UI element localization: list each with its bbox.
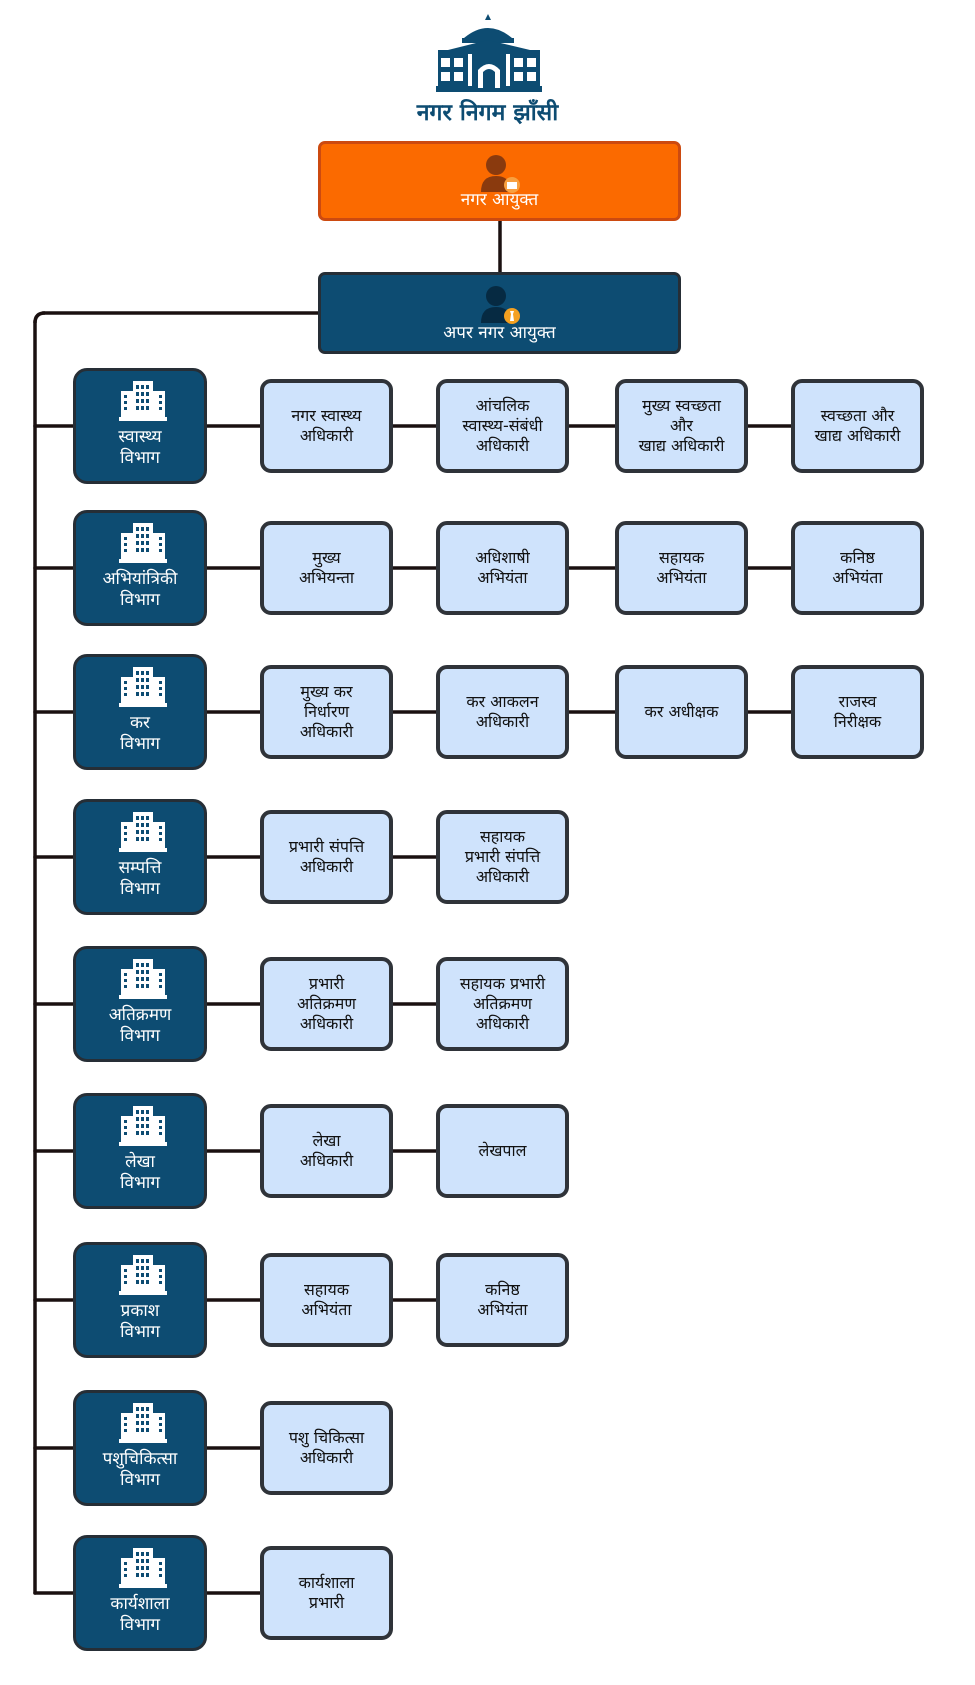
officer-box[interactable]: सहायक प्रभारी अतिक्रमण अधिकारी <box>436 957 569 1051</box>
officer-box[interactable]: स्वच्छता और खाद्य अधिकारी <box>791 379 924 473</box>
officer-label: स्वच्छता और खाद्य अधिकारी <box>814 406 901 445</box>
department-label: स्वास्थ्य विभाग <box>118 427 162 468</box>
officer-box[interactable]: आंचलिक स्वास्थ्य-संबंधी अधिकारी <box>436 379 569 473</box>
building-icon <box>119 1255 167 1295</box>
additional-commissioner-box[interactable]: अपर नगर आयुक्त <box>318 272 681 354</box>
officer-box[interactable]: राजस्व निरीक्षक <box>791 665 924 759</box>
officer-box[interactable]: सहायक अभियंता <box>260 1253 393 1347</box>
department-box[interactable]: कार्यशाला विभाग <box>73 1535 207 1651</box>
department-label: सम्पत्ति विभाग <box>118 858 162 899</box>
officer-label: पशु चिकित्सा अधिकारी <box>288 1428 365 1467</box>
commissioner-box[interactable]: नगर आयुक्त <box>318 141 681 221</box>
building-icon <box>119 812 167 852</box>
commissioner-label: नगर आयुक्त <box>460 190 539 210</box>
officer-label: प्रभारी अतिक्रमण अधिकारी <box>297 974 356 1033</box>
officer-box[interactable]: प्रभारी अतिक्रमण अधिकारी <box>260 957 393 1051</box>
building-icon <box>119 523 167 563</box>
department-box[interactable]: स्वास्थ्य विभाग <box>73 368 207 484</box>
officer-box[interactable]: सहायक प्रभारी संपत्ति अधिकारी <box>436 810 569 904</box>
officer-label: सहायक प्रभारी अतिक्रमण अधिकारी <box>459 974 546 1033</box>
officer-label: सहायक प्रभारी संपत्ति अधिकारी <box>464 827 541 886</box>
officer-label: कार्यशाला प्रभारी <box>298 1573 355 1612</box>
officer-box[interactable]: कनिष्ठ अभियंता <box>791 521 924 615</box>
department-box[interactable]: अतिक्रमण विभाग <box>73 946 207 1062</box>
officer-box[interactable]: प्रभारी संपत्ति अधिकारी <box>260 810 393 904</box>
officer-label: कनिष्ठ अभियंता <box>832 548 883 587</box>
officer-label: मुख्य स्वच्छता और खाद्य अधिकारी <box>638 396 725 455</box>
officer-box[interactable]: अधिशाषी अभियंता <box>436 521 569 615</box>
officer-label: कर आकलन अधिकारी <box>466 692 539 731</box>
officer-box[interactable]: मुख्य कर निर्धारण अधिकारी <box>260 665 393 759</box>
officer-tie-icon <box>480 286 520 324</box>
officer-label: नगर स्वास्थ्य अधिकारी <box>291 406 362 445</box>
officer-label: लेखा अधिकारी <box>299 1131 354 1170</box>
department-box[interactable]: सम्पत्ति विभाग <box>73 799 207 915</box>
additional-commissioner-label: अपर नगर आयुक्त <box>443 323 556 343</box>
department-box[interactable]: प्रकाश विभाग <box>73 1242 207 1358</box>
officer-label: राजस्व निरीक्षक <box>833 692 882 731</box>
officer-box[interactable]: सहायक अभियंता <box>615 521 748 615</box>
building-icon <box>119 1106 167 1146</box>
officer-box[interactable]: मुख्य अभियन्ता <box>260 521 393 615</box>
department-box[interactable]: पशुचिकित्सा विभाग <box>73 1390 207 1506</box>
building-icon <box>119 381 167 421</box>
connector-line <box>33 311 46 324</box>
officer-box[interactable]: पशु चिकित्सा अधिकारी <box>260 1401 393 1495</box>
officer-label: आंचलिक स्वास्थ्य-संबंधी अधिकारी <box>462 396 543 455</box>
officer-label: प्रभारी संपत्ति अधिकारी <box>288 837 365 876</box>
officer-label: लेखपाल <box>478 1141 527 1160</box>
department-label: कार्यशाला विभाग <box>110 1594 170 1635</box>
officer-box[interactable]: कर अधीक्षक <box>615 665 748 759</box>
building-icon <box>119 1403 167 1443</box>
department-label: अभियांत्रिकी विभाग <box>102 569 178 610</box>
department-label: लेखा विभाग <box>120 1152 160 1193</box>
organization-title: नगर निगम झाँसी <box>416 100 559 126</box>
department-label: पशुचिकित्सा विभाग <box>102 1449 178 1490</box>
officer-box[interactable]: मुख्य स्वच्छता और खाद्य अधिकारी <box>615 379 748 473</box>
department-box[interactable]: कर विभाग <box>73 654 207 770</box>
department-box[interactable]: अभियांत्रिकी विभाग <box>73 510 207 626</box>
department-label: अतिक्रमण विभाग <box>108 1005 172 1046</box>
officer-box[interactable]: कर आकलन अधिकारी <box>436 665 569 759</box>
officer-box[interactable]: कार्यशाला प्रभारी <box>260 1546 393 1640</box>
officer-briefcase-icon <box>480 155 520 193</box>
building-icon <box>119 667 167 707</box>
department-box[interactable]: लेखा विभाग <box>73 1093 207 1209</box>
department-label: कर विभाग <box>120 713 160 754</box>
officer-label: अधिशाषी अभियंता <box>475 548 530 587</box>
building-icon <box>119 1548 167 1588</box>
officer-label: मुख्य कर निर्धारण अधिकारी <box>299 682 354 741</box>
officer-box[interactable]: नगर स्वास्थ्य अधिकारी <box>260 379 393 473</box>
municipal-building-icon <box>436 14 542 92</box>
officer-label: मुख्य अभियन्ता <box>298 548 355 587</box>
officer-label: सहायक अभियंता <box>301 1280 352 1319</box>
officer-label: कर अधीक्षक <box>644 702 719 721</box>
officer-box[interactable]: कनिष्ठ अभियंता <box>436 1253 569 1347</box>
officer-box[interactable]: लेखपाल <box>436 1104 569 1198</box>
department-label: प्रकाश विभाग <box>120 1301 160 1342</box>
officer-label: सहायक अभियंता <box>656 548 707 587</box>
officer-box[interactable]: लेखा अधिकारी <box>260 1104 393 1198</box>
building-icon <box>119 959 167 999</box>
officer-label: कनिष्ठ अभियंता <box>477 1280 528 1319</box>
